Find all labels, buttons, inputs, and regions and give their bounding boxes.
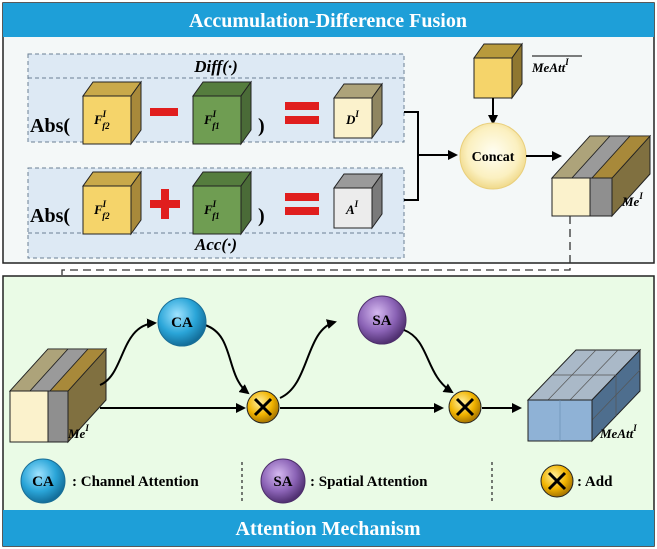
- legend-sa-node: [260, 458, 306, 504]
- meatt-output-label: MeAttI: [599, 423, 637, 441]
- diff-label: Diff(·): [193, 57, 238, 76]
- me-cube-top: [550, 134, 652, 218]
- add-node-2: [448, 390, 482, 424]
- legend-sa-node-label: SA: [273, 474, 292, 490]
- plus-sign: [150, 189, 180, 219]
- legend-add-icon: [540, 464, 574, 498]
- meatt-prev-label: MeAttI: [531, 57, 569, 75]
- sa-to-add2-curve: [403, 329, 454, 394]
- legend-ca-node: [20, 458, 66, 504]
- diff-abs-label: Abs(: [30, 115, 70, 137]
- add1-to-sa-curve: [279, 319, 337, 399]
- acc-to-concat-line: [404, 155, 419, 201]
- me-to-ca-curve: [99, 318, 157, 386]
- legend-ca-text: : Channel Attention: [72, 474, 199, 490]
- meatt-output-cube: [526, 348, 642, 443]
- acc-abs-label: Abs(: [30, 205, 70, 227]
- ca-node: [157, 297, 207, 347]
- equals-sign-acc: [285, 193, 319, 215]
- meatt-prev-cube: [473, 42, 523, 100]
- sa-node-label: SA: [372, 313, 391, 329]
- attention-banner: [3, 510, 654, 546]
- fusion-title: Accumulation-Difference Fusion: [189, 10, 467, 32]
- concat-label: Concat: [472, 150, 515, 165]
- equals-sign-diff: [285, 102, 319, 124]
- acc-close-paren: ): [258, 205, 265, 227]
- minus-sign: [150, 108, 178, 116]
- acc-label: Acc(·): [194, 235, 237, 254]
- acc-result-cube: AI: [333, 172, 383, 230]
- me-cube-bottom: [8, 347, 108, 444]
- sa-node: [357, 295, 407, 345]
- fusion-banner: [3, 3, 654, 37]
- me-bottom-label: MeI: [67, 423, 89, 441]
- attention-title: Attention Mechanism: [236, 518, 421, 540]
- diff-result-label: DI: [345, 109, 359, 127]
- me-to-attention-connector: [57, 216, 571, 336]
- diff-to-concat-line: [404, 111, 419, 155]
- me-top-label: MeI: [621, 191, 643, 209]
- ca-to-add1-curve: [204, 324, 250, 395]
- legend-sa-text: : Spatial Attention: [310, 474, 428, 490]
- legend-ca-node-label: CA: [32, 474, 54, 490]
- diff-result-cube: DI: [333, 82, 383, 140]
- diff-close-paren: ): [258, 115, 265, 137]
- acc-result-label: AI: [345, 199, 359, 217]
- ca-node-label: CA: [171, 315, 193, 331]
- add-node-1: [246, 390, 280, 424]
- legend-add-text: : Add: [577, 474, 613, 490]
